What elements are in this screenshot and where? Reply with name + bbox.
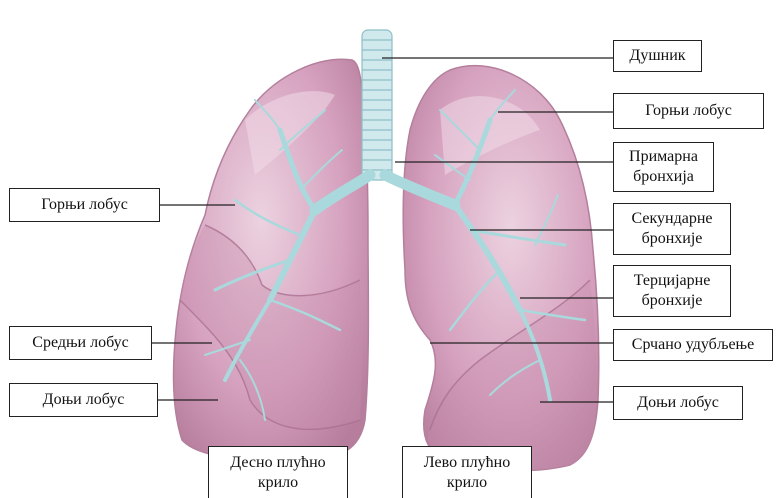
label-cardiac-notch-text: Срчано удубљење [632,335,754,355]
trachea [362,30,392,180]
label-left-lung-line1: Лево плућно [424,453,510,473]
label-trachea-text: Душник [629,46,685,66]
label-right-upper-lobe-text: Горњи лобус [41,195,128,215]
label-secondary-bronchi: Секундарне бронхије [613,203,731,255]
label-tertiary-bronchi-line2: бронхије [642,291,703,311]
label-primary-bronchus-line1: Примарна [629,147,698,167]
label-cardiac-notch: Срчано удубљење [613,329,773,361]
label-right-middle-lobe: Средњи лобус [9,326,152,360]
label-right-lung: Десно плућно крило [208,446,348,498]
left-lung [403,66,599,471]
label-tertiary-bronchi: Терцијарне бронхије [613,265,731,317]
label-tertiary-bronchi-line1: Терцијарне [634,271,711,291]
label-left-upper-lobe: Горњи лобус [613,93,764,129]
label-right-lung-line1: Десно плућно [230,453,325,473]
label-trachea: Душник [613,40,702,72]
label-left-lung-line2: крило [447,473,487,493]
label-primary-bronchus-line2: бронхија [633,167,694,187]
label-secondary-bronchi-line1: Секундарне [632,209,713,229]
label-right-middle-lobe-text: Средњи лобус [32,333,128,353]
label-primary-bronchus: Примарна бронхија [613,142,714,192]
label-left-lower-lobe-text: Доњи лобус [637,393,719,413]
label-right-lung-line2: крило [258,473,298,493]
trachea-tube [362,30,392,180]
label-secondary-bronchi-line2: бронхије [642,229,703,249]
label-left-upper-lobe-text: Горњи лобус [645,101,732,121]
label-right-lower-lobe-text: Доњи лобус [43,390,125,410]
label-right-upper-lobe: Горњи лобус [9,188,160,222]
label-left-lower-lobe: Доњи лобус [613,386,743,420]
label-left-lung: Лево плућно крило [402,446,532,498]
label-right-lower-lobe: Доњи лобус [9,383,158,417]
